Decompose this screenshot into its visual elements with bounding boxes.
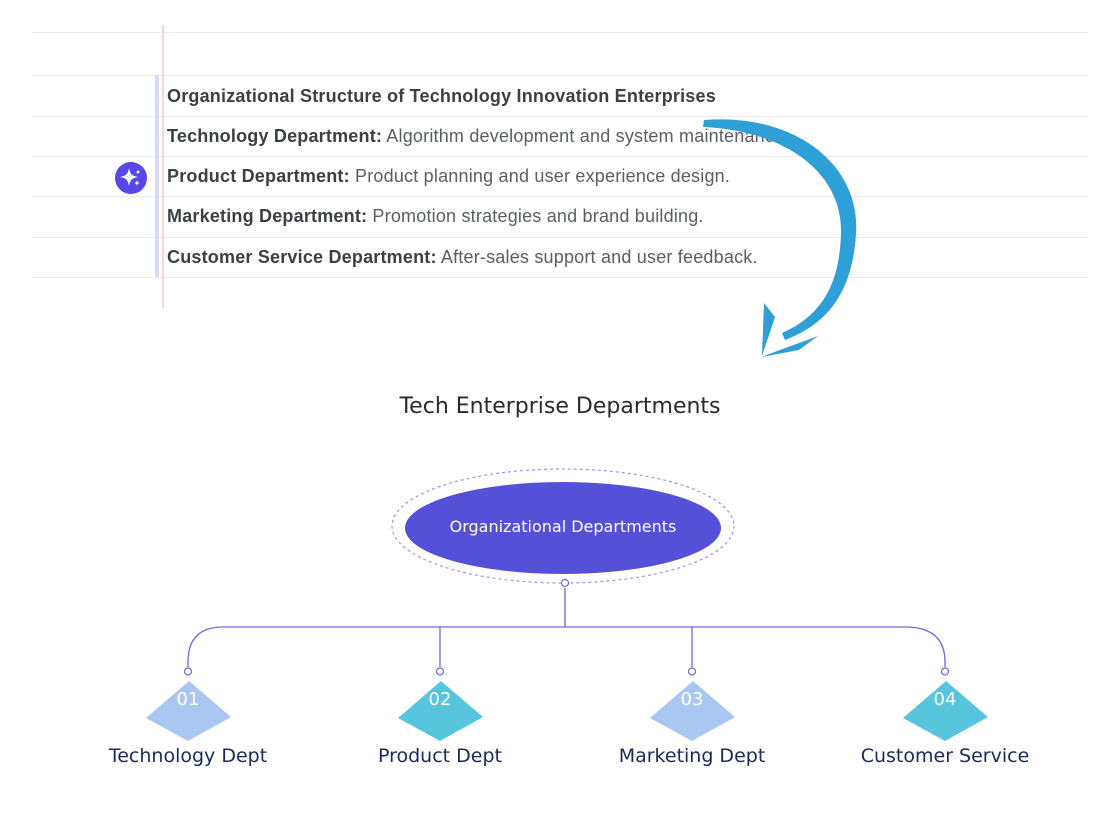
arrow-swoosh bbox=[703, 119, 857, 340]
doc-line-product: Product Department: Product planning and… bbox=[167, 164, 730, 188]
node-number: 04 bbox=[933, 689, 957, 710]
doc-title: Organizational Structure of Technology I… bbox=[167, 84, 716, 108]
ai-assistant-button[interactable] bbox=[115, 162, 147, 194]
ruled-line bbox=[32, 277, 1088, 278]
node-number: 02 bbox=[428, 689, 452, 710]
doc-line-label: Marketing Department: bbox=[167, 206, 368, 226]
ruled-line bbox=[32, 75, 1088, 76]
node-diamond-marketing[interactable] bbox=[650, 681, 735, 741]
arrow-barb bbox=[761, 336, 818, 357]
connector-tree bbox=[187, 588, 946, 667]
ruled-line bbox=[32, 196, 1088, 197]
node-number: 01 bbox=[176, 689, 200, 710]
node-label-technology: Technology Dept bbox=[108, 745, 268, 767]
ruled-line bbox=[32, 32, 1088, 33]
doc-line-technology: Technology Department: Algorithm develop… bbox=[167, 124, 790, 148]
node-diamond-customer-service[interactable] bbox=[903, 681, 988, 741]
doc-line-text: After-sales support and user feedback. bbox=[436, 247, 758, 267]
doc-line-label: Customer Service Department: bbox=[167, 247, 437, 267]
connector-dot bbox=[435, 667, 445, 676]
doc-line-marketing: Marketing Department: Promotion strategi… bbox=[167, 204, 704, 228]
node-diamond-technology[interactable] bbox=[146, 681, 231, 741]
root-node-ellipse[interactable] bbox=[405, 482, 721, 574]
node-diamond-product[interactable] bbox=[398, 681, 483, 741]
node-label-product: Product Dept bbox=[377, 745, 502, 767]
margin-rule-line bbox=[162, 25, 164, 308]
doc-line-label: Technology Department: bbox=[167, 126, 383, 146]
doc-line-text: Promotion strategies and brand building. bbox=[367, 206, 704, 226]
doc-line-label: Product Department: bbox=[167, 166, 350, 186]
doc-line-text: Product planning and user experience des… bbox=[349, 166, 731, 186]
block-selection-bar bbox=[155, 75, 159, 277]
ruled-line bbox=[32, 237, 1088, 238]
node-number: 03 bbox=[680, 689, 704, 710]
doc-title-text: Organizational Structure of Technology I… bbox=[167, 86, 716, 106]
ruled-line bbox=[32, 116, 1088, 117]
arrow-barb bbox=[762, 303, 775, 356]
connector-dot bbox=[183, 667, 193, 676]
node-label-marketing: Marketing Dept bbox=[618, 745, 766, 767]
root-node-label: Organizational Departments bbox=[449, 517, 677, 536]
sparkle-icon bbox=[120, 168, 140, 186]
connector-dot bbox=[687, 667, 697, 676]
ruled-line bbox=[32, 156, 1088, 157]
connector-dot bbox=[940, 667, 950, 676]
connector-dot bbox=[560, 578, 570, 588]
diagram-title: Tech Enterprise Departments bbox=[399, 394, 721, 419]
doc-line-text: Algorithm development and system mainten… bbox=[382, 126, 790, 146]
doc-line-customer-service: Customer Service Department: After-sales… bbox=[167, 245, 758, 269]
node-label-customer-service: Customer Service bbox=[860, 745, 1030, 767]
